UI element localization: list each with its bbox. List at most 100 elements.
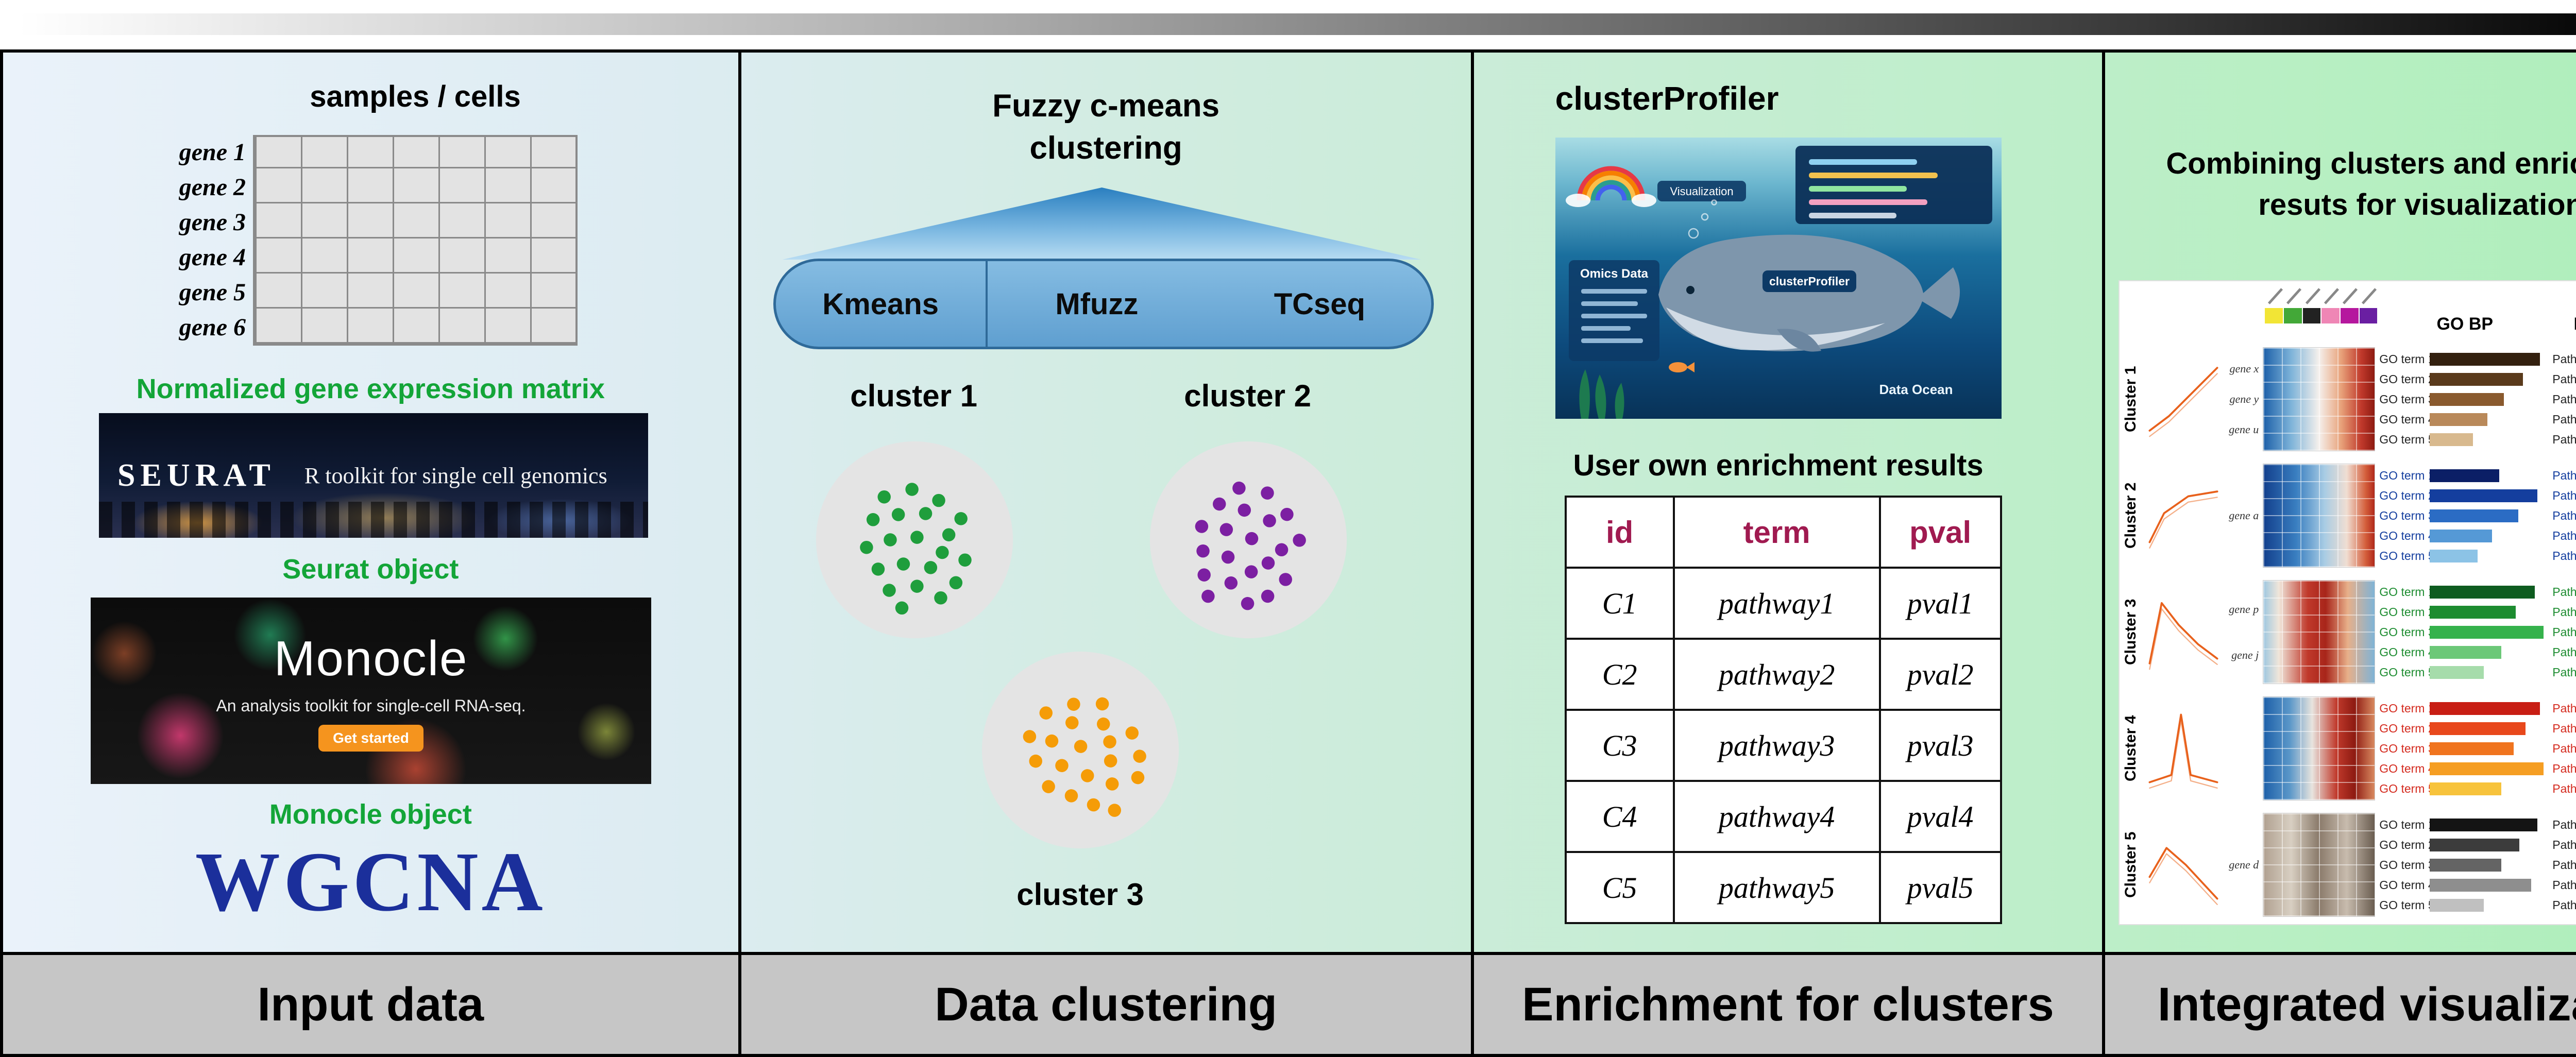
heatmap-column-label-tick [2324, 288, 2339, 304]
method-kmeans: Kmeans [822, 287, 939, 321]
gene-row-label: gene 3 [179, 209, 246, 236]
cluster-row-5: Cluster 5 gene d GO term 1 [2120, 807, 2576, 923]
go-bars: GO term 1 GO term 2 GO term 3 GO term 4 … [2376, 690, 2549, 807]
heatmap-cluster-1 [2263, 347, 2376, 451]
go-term-label: GO term 2 [2379, 372, 2435, 386]
strip-color [2340, 308, 2360, 323]
strip-color [2283, 308, 2303, 323]
cell-pval: pval4 [1878, 780, 2002, 853]
gene-label: gene x [2229, 362, 2259, 375]
go-term-label: GO term 1 [2379, 817, 2435, 831]
go-bars: GO term 1 GO term 2 GO term 3 GO term 4 … [2376, 574, 2549, 690]
pathway-label: Pathway 5 [2552, 898, 2576, 912]
gene-label: gene j [2231, 648, 2259, 661]
cluster-row-3: Cluster 3 gene p gene j [2120, 574, 2576, 690]
visualization-chip-label: Visualization [1670, 185, 1733, 198]
heatmap-cluster-5 [2263, 813, 2376, 917]
pathway-label: Pathway 4 [2552, 528, 2576, 542]
go-bar [2430, 605, 2516, 619]
footer-label-data-clustering: Data clustering [741, 955, 1474, 1054]
gene-row-label: gene 4 [179, 244, 246, 271]
monocle-caption: Monocle object [269, 799, 472, 830]
cluster3-label: cluster 3 [1016, 877, 1144, 912]
pathway-label: Pathway 3 [2552, 392, 2576, 406]
trend-plot [2142, 690, 2225, 807]
kegg-bars: Pathway 1 Pathway 2 Pathway 3 Pathway 4 … [2549, 457, 2576, 574]
annotation-color-strip [2265, 308, 2379, 323]
gene-labels: gene d [2225, 807, 2262, 923]
omics-data-box: Omics Data [1568, 260, 1659, 361]
pathway-label: Pathway 4 [2552, 878, 2576, 892]
pathway-label: Pathway 1 [2552, 352, 2576, 366]
gene-label: gene y [2229, 392, 2259, 405]
cluster-row-1: Cluster 1 gene x gene y gene u [2120, 341, 2576, 457]
method-tcseq: TCseq [1274, 287, 1365, 321]
pathway-label: Pathway 2 [2552, 372, 2576, 386]
gene-row-label: gene 5 [179, 279, 246, 306]
figure-frame: samples / cells gene 1 gene 2 gene 3 gen… [0, 49, 2576, 1057]
panel-data-clustering: Fuzzy c-means clustering Kmeans Mfuzz TC… [741, 53, 1474, 952]
clusterprofiler-title: clusterProfiler [1555, 80, 1779, 117]
method-mfuzz: Mfuzz [1055, 287, 1139, 321]
go-bar [2430, 762, 2544, 775]
kegg-bars: Pathway 1 Pathway 2 Pathway 3 Pathway 4 … [2549, 574, 2576, 690]
heatmap-cluster-3 [2263, 580, 2376, 684]
cluster2-scatter [1149, 441, 1347, 639]
whale-badge-label: clusterProfiler [1769, 275, 1850, 288]
seaweed-icon [1579, 369, 1624, 419]
cell-pval: pval5 [1878, 851, 2002, 924]
go-term-label: GO term 2 [2379, 838, 2435, 851]
go-bar [2430, 509, 2518, 522]
pathway-label: Pathway 2 [2552, 721, 2576, 735]
pathway-label: Pathway 1 [2552, 468, 2576, 482]
fuzzy-title-line1: Fuzzy c-means [992, 88, 1220, 124]
kegg-bars: Pathway 1 Pathway 2 Pathway 3 Pathway 4 … [2549, 341, 2576, 457]
user-results-title: User own enrichment results [1573, 449, 1984, 482]
rainbow-icon [1577, 166, 1646, 201]
go-bar [2430, 878, 2532, 892]
go-bar [2430, 838, 2520, 851]
figure-header: GO BP KEGG Pathway [2120, 281, 2576, 341]
heatmap-column-label-tick [2267, 288, 2283, 304]
pathway-label: Pathway 1 [2552, 817, 2576, 831]
go-bar [2430, 702, 2540, 715]
pathway-label: Pathway 3 [2552, 858, 2576, 872]
strip-color [2265, 308, 2284, 323]
column-header-id: id [1564, 496, 1675, 569]
go-term-label: GO term 3 [2379, 625, 2435, 639]
go-bar [2430, 818, 2538, 831]
expression-matrix: gene 1 gene 2 gene 3 gene 4 gene 5 gene … [134, 135, 578, 346]
go-term-label: GO term 1 [2379, 701, 2435, 715]
strip-color [2321, 308, 2341, 323]
pathway-label: Pathway 4 [2552, 761, 2576, 775]
bubbles-icon [1688, 199, 1717, 239]
go-bars: GO term 1 GO term 2 GO term 3 GO term 4 … [2376, 457, 2549, 574]
cluster-row-label: Cluster 2 [2122, 482, 2140, 549]
go-bar [2430, 413, 2487, 426]
fish-icon [1668, 362, 1694, 372]
go-term-label: GO term 3 [2379, 508, 2435, 522]
go-bars: GO term 1 GO term 2 GO term 3 GO term 4 … [2376, 807, 2549, 923]
omics-data-label: Omics Data [1580, 267, 1649, 281]
go-bar [2430, 469, 2499, 482]
gene-row-label: gene 2 [179, 174, 246, 201]
fuzzy-title-line2: clustering [1029, 130, 1182, 166]
cell-term: pathway5 [1672, 851, 1881, 924]
go-bar [2430, 372, 2523, 386]
go-term-label: GO term 4 [2379, 412, 2435, 426]
go-term-label: GO term 4 [2379, 878, 2435, 892]
go-term-label: GO term 3 [2379, 858, 2435, 872]
wgcna-logo: WGCNA [195, 834, 546, 929]
panel-integrated-visualization: Combining clusters and enrichment resuts… [2105, 53, 2576, 952]
go-bar [2430, 529, 2492, 542]
kegg-bars: Pathway 1 Pathway 2 Pathway 3 Pathway 4 … [2549, 807, 2576, 923]
go-term-label: GO term 5 [2379, 898, 2435, 912]
go-bar [2430, 645, 2502, 659]
go-bar [2430, 549, 2478, 562]
go-bar [2430, 666, 2484, 679]
pathway-label: Pathway 5 [2552, 432, 2576, 446]
footer-label-enrichment: Enrichment for clusters [1474, 955, 2106, 1054]
panel-enrichment: clusterProfiler [1474, 53, 2106, 952]
gene-labels: gene p gene j [2225, 574, 2262, 690]
